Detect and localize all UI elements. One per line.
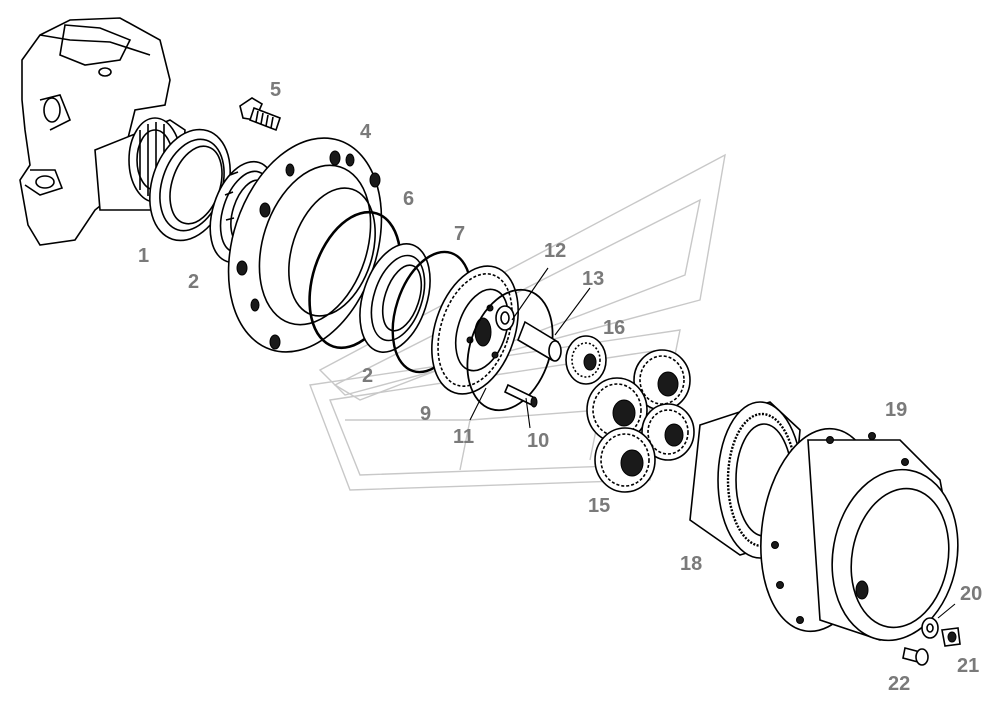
label-part-6: 6: [403, 188, 414, 210]
planet-gears-15: [586, 349, 695, 493]
retaining-ring-11: [466, 288, 554, 412]
leader-lines: [469, 267, 956, 619]
part-labels: 1 2 5 4 6 7 12 13 16 2 9 11 10 15 18 19 …: [138, 79, 982, 695]
label-part-22: 22: [888, 673, 910, 695]
washer-20: [921, 617, 939, 639]
label-part-10: 10: [527, 430, 549, 452]
label-part-2-left: 2: [188, 271, 199, 293]
label-part-9: 9: [420, 403, 431, 425]
label-part-5: 5: [270, 79, 281, 101]
label-part-20: 20: [960, 583, 982, 605]
label-part-11: 11: [453, 426, 474, 448]
shaft-13: [517, 320, 562, 362]
housing-cover-19: [760, 427, 959, 642]
label-part-16: 16: [603, 317, 625, 339]
label-part-15: 15: [588, 495, 610, 517]
label-part-21: 21: [957, 655, 979, 677]
label-part-13: 13: [582, 268, 604, 290]
label-part-4: 4: [360, 121, 372, 143]
label-part-7: 7: [454, 223, 465, 245]
label-part-12: 12: [544, 240, 566, 262]
label-part-2-right: 2: [362, 365, 373, 387]
label-part-18: 18: [680, 553, 702, 575]
hub-flange-4: [227, 137, 383, 353]
washer-12: [495, 305, 515, 331]
bolt-5: [239, 97, 282, 132]
label-part-19: 19: [885, 399, 907, 421]
label-part-1: 1: [138, 245, 149, 267]
knuckle-housing: [19, 17, 171, 246]
bolt-22: [902, 647, 929, 666]
plug-21: [941, 627, 961, 647]
pin-10: [503, 383, 538, 408]
sun-gear-16: [565, 335, 607, 385]
